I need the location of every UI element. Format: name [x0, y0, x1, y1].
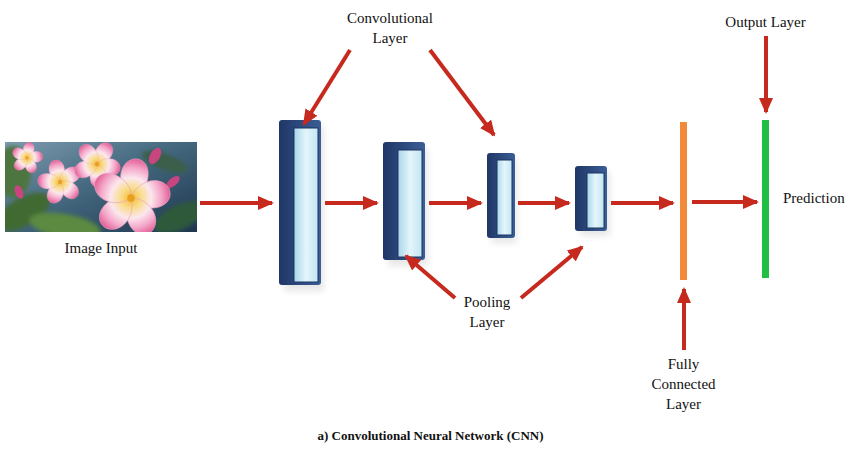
block-body [575, 166, 607, 231]
flower [8, 142, 46, 177]
flower-center [127, 194, 135, 202]
flow-arrow [429, 201, 481, 205]
petal [37, 173, 60, 190]
flow-arrow [325, 201, 377, 205]
layer-block [487, 153, 517, 243]
layer-name: Fully Connected Layer [636, 354, 731, 414]
block-face [294, 128, 318, 282]
figure-caption: a) Convolutional Neural Network (CNN) [0, 427, 861, 445]
bud [146, 146, 164, 167]
layer-callout: Pooling Layer [447, 292, 527, 332]
image-input: Image Input [5, 142, 197, 232]
block-body [383, 142, 425, 260]
bud [13, 184, 25, 200]
block-body [487, 153, 515, 238]
node-caption: Image Input [5, 238, 197, 258]
flow-arrow [692, 200, 757, 204]
petal [90, 168, 137, 210]
callout-arrow [521, 247, 582, 298]
flower-photo [5, 142, 197, 232]
layer-name: Output Layer [714, 12, 817, 32]
callout-arrows [304, 36, 766, 350]
flow-arrow [518, 201, 569, 205]
prediction-label: Prediction [783, 188, 861, 208]
callout-arrow [430, 50, 494, 135]
layer-block [575, 166, 610, 236]
callout-arrow [406, 256, 455, 298]
flow-arrow [200, 201, 272, 205]
fully-connected-bar: Fully Connected Layer [680, 122, 687, 280]
flow-arrows [200, 201, 673, 205]
flower-center [25, 156, 28, 159]
block-face [398, 150, 422, 257]
callout-arrow [304, 50, 350, 124]
leaf [27, 208, 102, 232]
layer-block [279, 120, 324, 291]
flower-center [94, 161, 100, 167]
flower [84, 153, 178, 232]
block-face [497, 160, 512, 235]
petal [75, 142, 103, 169]
layer-block [383, 142, 428, 266]
flower-center [57, 179, 62, 184]
flow-arrow [611, 201, 673, 205]
petal [11, 146, 30, 163]
block-body [279, 120, 321, 285]
layer-callout: Convolutional Layer [335, 8, 445, 48]
callout-arrow [682, 289, 686, 350]
callout-arrow [764, 36, 768, 112]
block-face [587, 173, 604, 228]
output-bar: Output LayerPrediction [762, 120, 769, 278]
